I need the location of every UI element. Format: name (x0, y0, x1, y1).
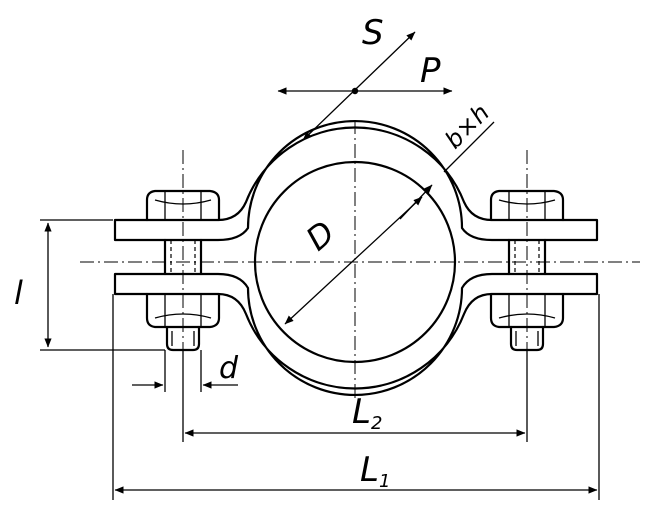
load-point (351, 87, 359, 95)
label-bh: b×h (439, 99, 495, 155)
upper-strap (113, 119, 599, 242)
extension-lines (40, 219, 600, 500)
label-L2: L2 (352, 392, 382, 434)
label-P: P (420, 51, 441, 91)
dimension-bh (443, 121, 495, 173)
label-D: D (299, 213, 342, 258)
label-d: d (219, 351, 239, 386)
label-L1: L1 (360, 450, 390, 492)
label-l: l (14, 274, 23, 312)
left-bolt-assembly (145, 189, 221, 352)
lower-strap (113, 272, 599, 397)
label-S: S (362, 13, 384, 53)
dimension-D (284, 196, 423, 325)
dimension-lines (44, 31, 598, 494)
pipe-circle (253, 160, 457, 364)
load-arrow-S (302, 31, 416, 141)
